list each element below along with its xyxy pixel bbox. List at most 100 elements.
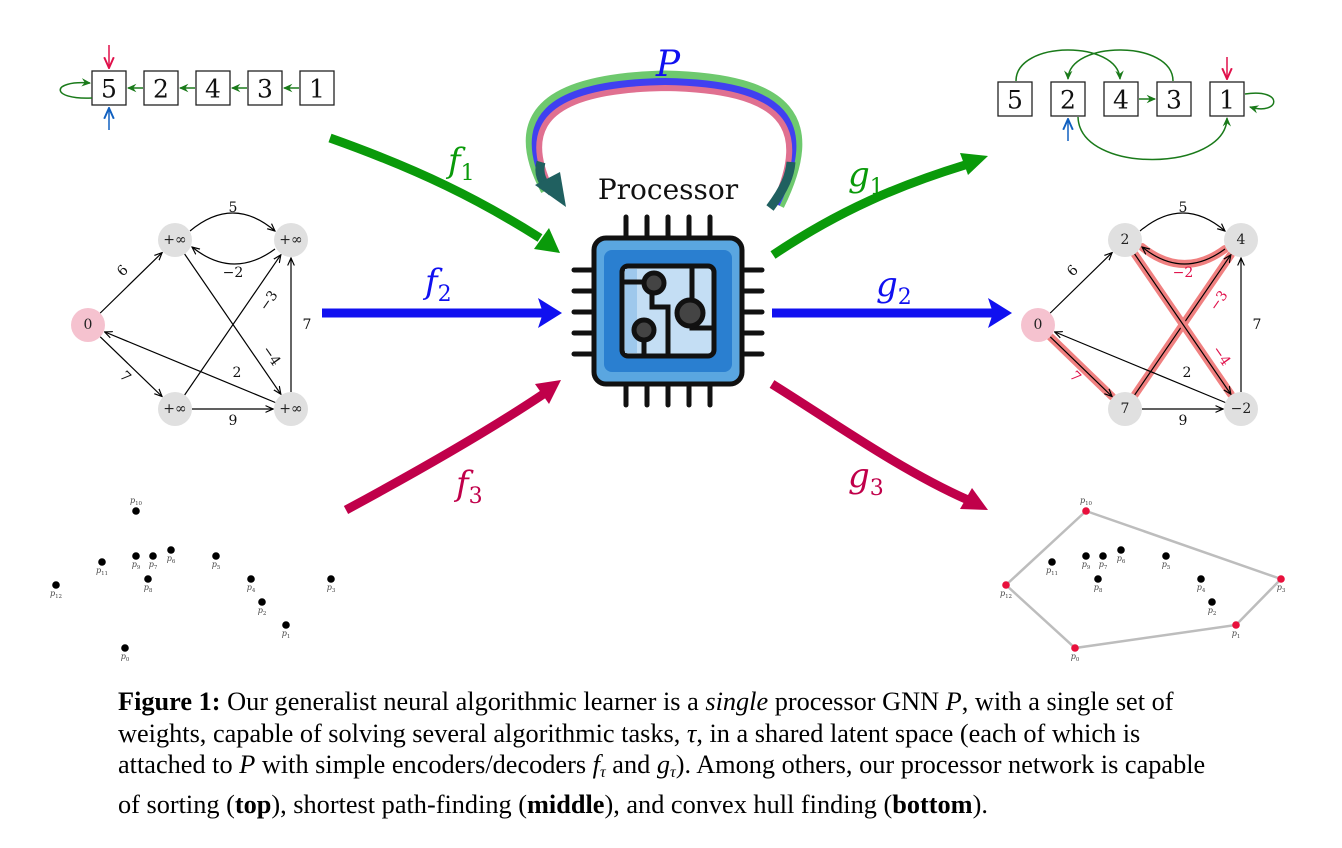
edge-weight-label: 9 xyxy=(1179,413,1188,429)
caption-emphasis: single xyxy=(705,687,769,716)
decoder-label-g3: g3 xyxy=(848,456,884,501)
point-label-sub: 0 xyxy=(1076,657,1080,663)
graph-node xyxy=(158,392,192,426)
point-label-sub: 11 xyxy=(101,571,108,577)
list-node-box xyxy=(1209,81,1245,117)
point-label-base: p xyxy=(96,566,101,575)
point xyxy=(132,552,140,560)
graph-node xyxy=(274,223,308,257)
caption-text: , in a shared latent space (each of whic… xyxy=(118,718,1141,780)
point-label: p3 xyxy=(1277,583,1286,594)
list-node-box xyxy=(299,70,335,106)
point-label-base: p xyxy=(130,496,135,505)
point-label-sub: 7 xyxy=(154,565,158,571)
node-distance-label: +∞ xyxy=(163,232,186,248)
graph-edge xyxy=(192,247,276,265)
list-node-box xyxy=(91,70,127,106)
caption-math-P: P xyxy=(945,687,962,716)
node-distance-label: +∞ xyxy=(163,401,186,417)
point xyxy=(98,558,106,566)
graph-node xyxy=(1224,223,1258,257)
point-label: p8 xyxy=(144,583,153,594)
processor-loop-label: P xyxy=(655,44,681,85)
point xyxy=(167,546,175,554)
point-label: p6 xyxy=(1117,554,1126,565)
list-node-value: 2 xyxy=(1060,86,1076,115)
point-label-sub: 1 xyxy=(287,634,291,640)
point-label-sub: 5 xyxy=(1167,565,1171,571)
list-node-box xyxy=(1050,81,1086,117)
point-label-sub: 3 xyxy=(332,588,336,594)
point xyxy=(1117,546,1125,554)
point-label-base: p xyxy=(1162,560,1167,569)
point-label-sub: 9 xyxy=(1087,565,1091,571)
hull-point xyxy=(1232,621,1240,629)
point-label: p11 xyxy=(96,566,108,577)
node-distance-label: 0 xyxy=(84,317,93,333)
caption-label: Figure 1: xyxy=(118,687,221,716)
point-label: p2 xyxy=(258,606,267,617)
point xyxy=(1048,558,1056,566)
graph-edge xyxy=(99,253,162,314)
edge-weight-label: 6 xyxy=(114,262,132,280)
point-label: p4 xyxy=(1197,583,1206,594)
graph-edge xyxy=(1055,332,1226,404)
point-label: p0 xyxy=(1071,652,1080,663)
processor-chip-icon xyxy=(571,214,765,408)
caption-math-f: f xyxy=(592,750,600,779)
point-label-base: p xyxy=(1197,583,1202,592)
source-node xyxy=(71,308,105,342)
edge-weight-label: −3 xyxy=(1207,288,1232,314)
point-label-base: p xyxy=(1277,583,1282,592)
processor-label: Processor xyxy=(598,173,739,206)
list-pointer-arrow xyxy=(1077,116,1232,161)
graph-edge xyxy=(99,336,162,397)
list-node-box xyxy=(997,81,1033,117)
caption-math-tau: τ xyxy=(686,718,697,748)
point-label-sub: 12 xyxy=(55,594,62,600)
point-label: p3 xyxy=(327,583,336,594)
point-label-sub: 4 xyxy=(1202,588,1206,594)
point-label-base: p xyxy=(1099,560,1104,569)
point-label-sub: 12 xyxy=(1005,594,1012,600)
hull-point xyxy=(1071,644,1079,652)
point-label-base: p xyxy=(1208,606,1213,615)
encoder-arrow-f2: f2 xyxy=(322,262,562,328)
graph-node xyxy=(158,223,192,257)
point xyxy=(282,621,290,629)
caption-math-g: g xyxy=(656,750,670,779)
decoder-label-g1: g1 xyxy=(848,155,884,200)
point-label: p4 xyxy=(247,583,256,594)
edge-weight-label: 7 xyxy=(116,368,134,386)
node-distance-label: 0 xyxy=(1034,317,1043,333)
point-label-sub: 8 xyxy=(1099,588,1103,594)
point-label-sub: 0 xyxy=(126,657,130,663)
point xyxy=(1208,598,1216,606)
point-label-base: p xyxy=(1000,589,1005,598)
point-label-sub: 3 xyxy=(1282,588,1286,594)
point-label-sub: 2 xyxy=(263,611,267,617)
caption-text: with simple encoders/decoders xyxy=(255,750,593,779)
convex-hull-polygon xyxy=(1004,509,1284,650)
edge-weight-label: 2 xyxy=(1183,365,1192,381)
edge-weight-label: 5 xyxy=(229,200,238,216)
point-label-sub: 11 xyxy=(1051,571,1058,577)
point-label: p5 xyxy=(1162,560,1171,571)
self-loop-arrow xyxy=(1244,92,1275,114)
list-pointer-arrow xyxy=(1015,49,1124,82)
list-node-box xyxy=(143,70,179,106)
point xyxy=(132,507,140,515)
graph-node xyxy=(274,392,308,426)
point-label-sub: 6 xyxy=(1122,559,1126,565)
point xyxy=(258,598,266,606)
source-node xyxy=(1021,308,1055,342)
point-label-base: p xyxy=(1046,566,1051,575)
node-distance-label: +∞ xyxy=(279,401,302,417)
point-label: p0 xyxy=(121,652,130,663)
point-label-base: p xyxy=(1082,560,1087,569)
decoder-arrow-g2: g2 xyxy=(772,265,1012,328)
